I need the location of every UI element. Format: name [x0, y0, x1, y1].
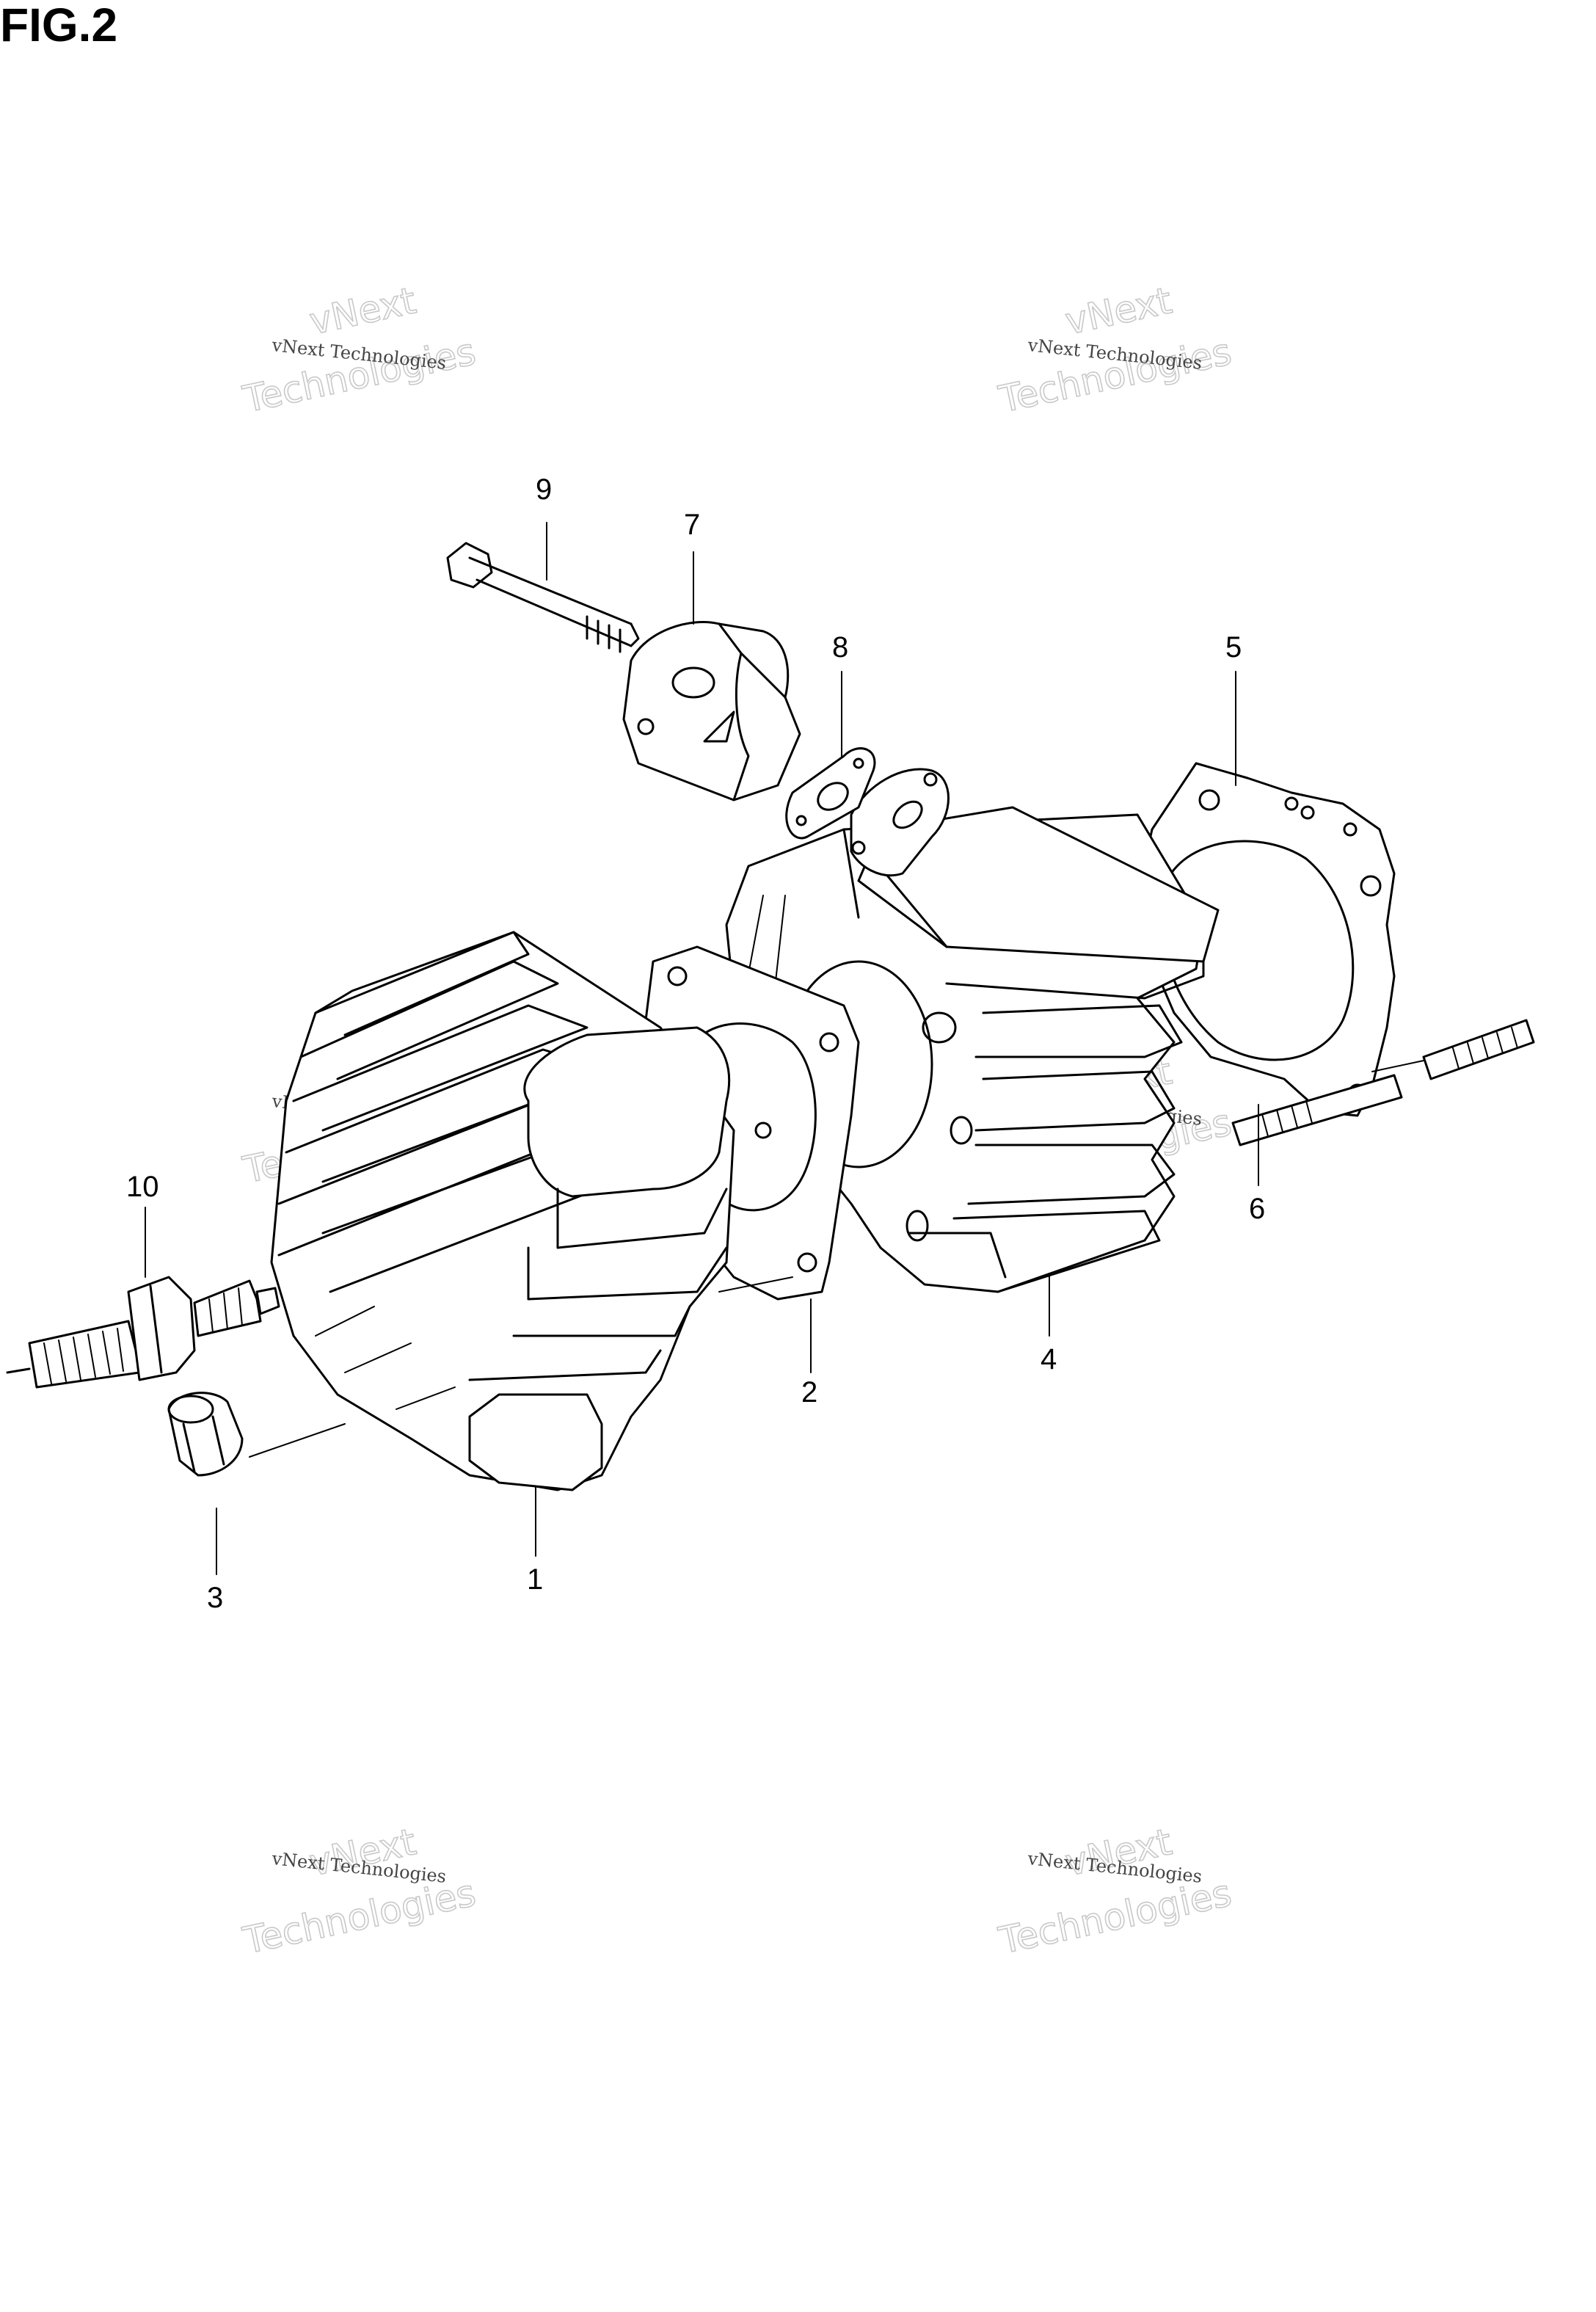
intake-port — [850, 768, 1220, 963]
watermark-big-line1: vNext — [306, 279, 420, 343]
leader-lines — [145, 522, 1424, 1575]
leader-nut-axis — [249, 1423, 346, 1458]
callout-4: 4 — [1041, 1343, 1057, 1375]
part-6-stud-bolt — [1231, 1019, 1535, 1146]
part-1-cylinder-head — [270, 931, 735, 1491]
part-9-bolt — [446, 542, 640, 653]
watermark-big-line1: vNext — [1062, 279, 1176, 343]
part-10-spark-plug — [6, 1276, 280, 1389]
callout-1: 1 — [527, 1563, 543, 1596]
figure-title: FIG.2 — [0, 0, 118, 51]
leader-2-axis — [718, 1276, 793, 1293]
callout-7: 7 — [684, 509, 700, 541]
callout-2: 2 — [801, 1376, 817, 1408]
callout-3: 3 — [207, 1582, 223, 1614]
part-7-intake-joint — [622, 620, 801, 801]
part-3-nut — [167, 1392, 244, 1477]
leader-stud-axis — [1371, 1060, 1424, 1072]
callout-10: 10 — [126, 1171, 159, 1203]
callout-8: 8 — [832, 631, 848, 664]
callout-9: 9 — [536, 473, 552, 506]
part-8-intake-gasket — [785, 747, 876, 840]
callout-6: 6 — [1249, 1193, 1265, 1225]
callout-5: 5 — [1225, 631, 1242, 664]
